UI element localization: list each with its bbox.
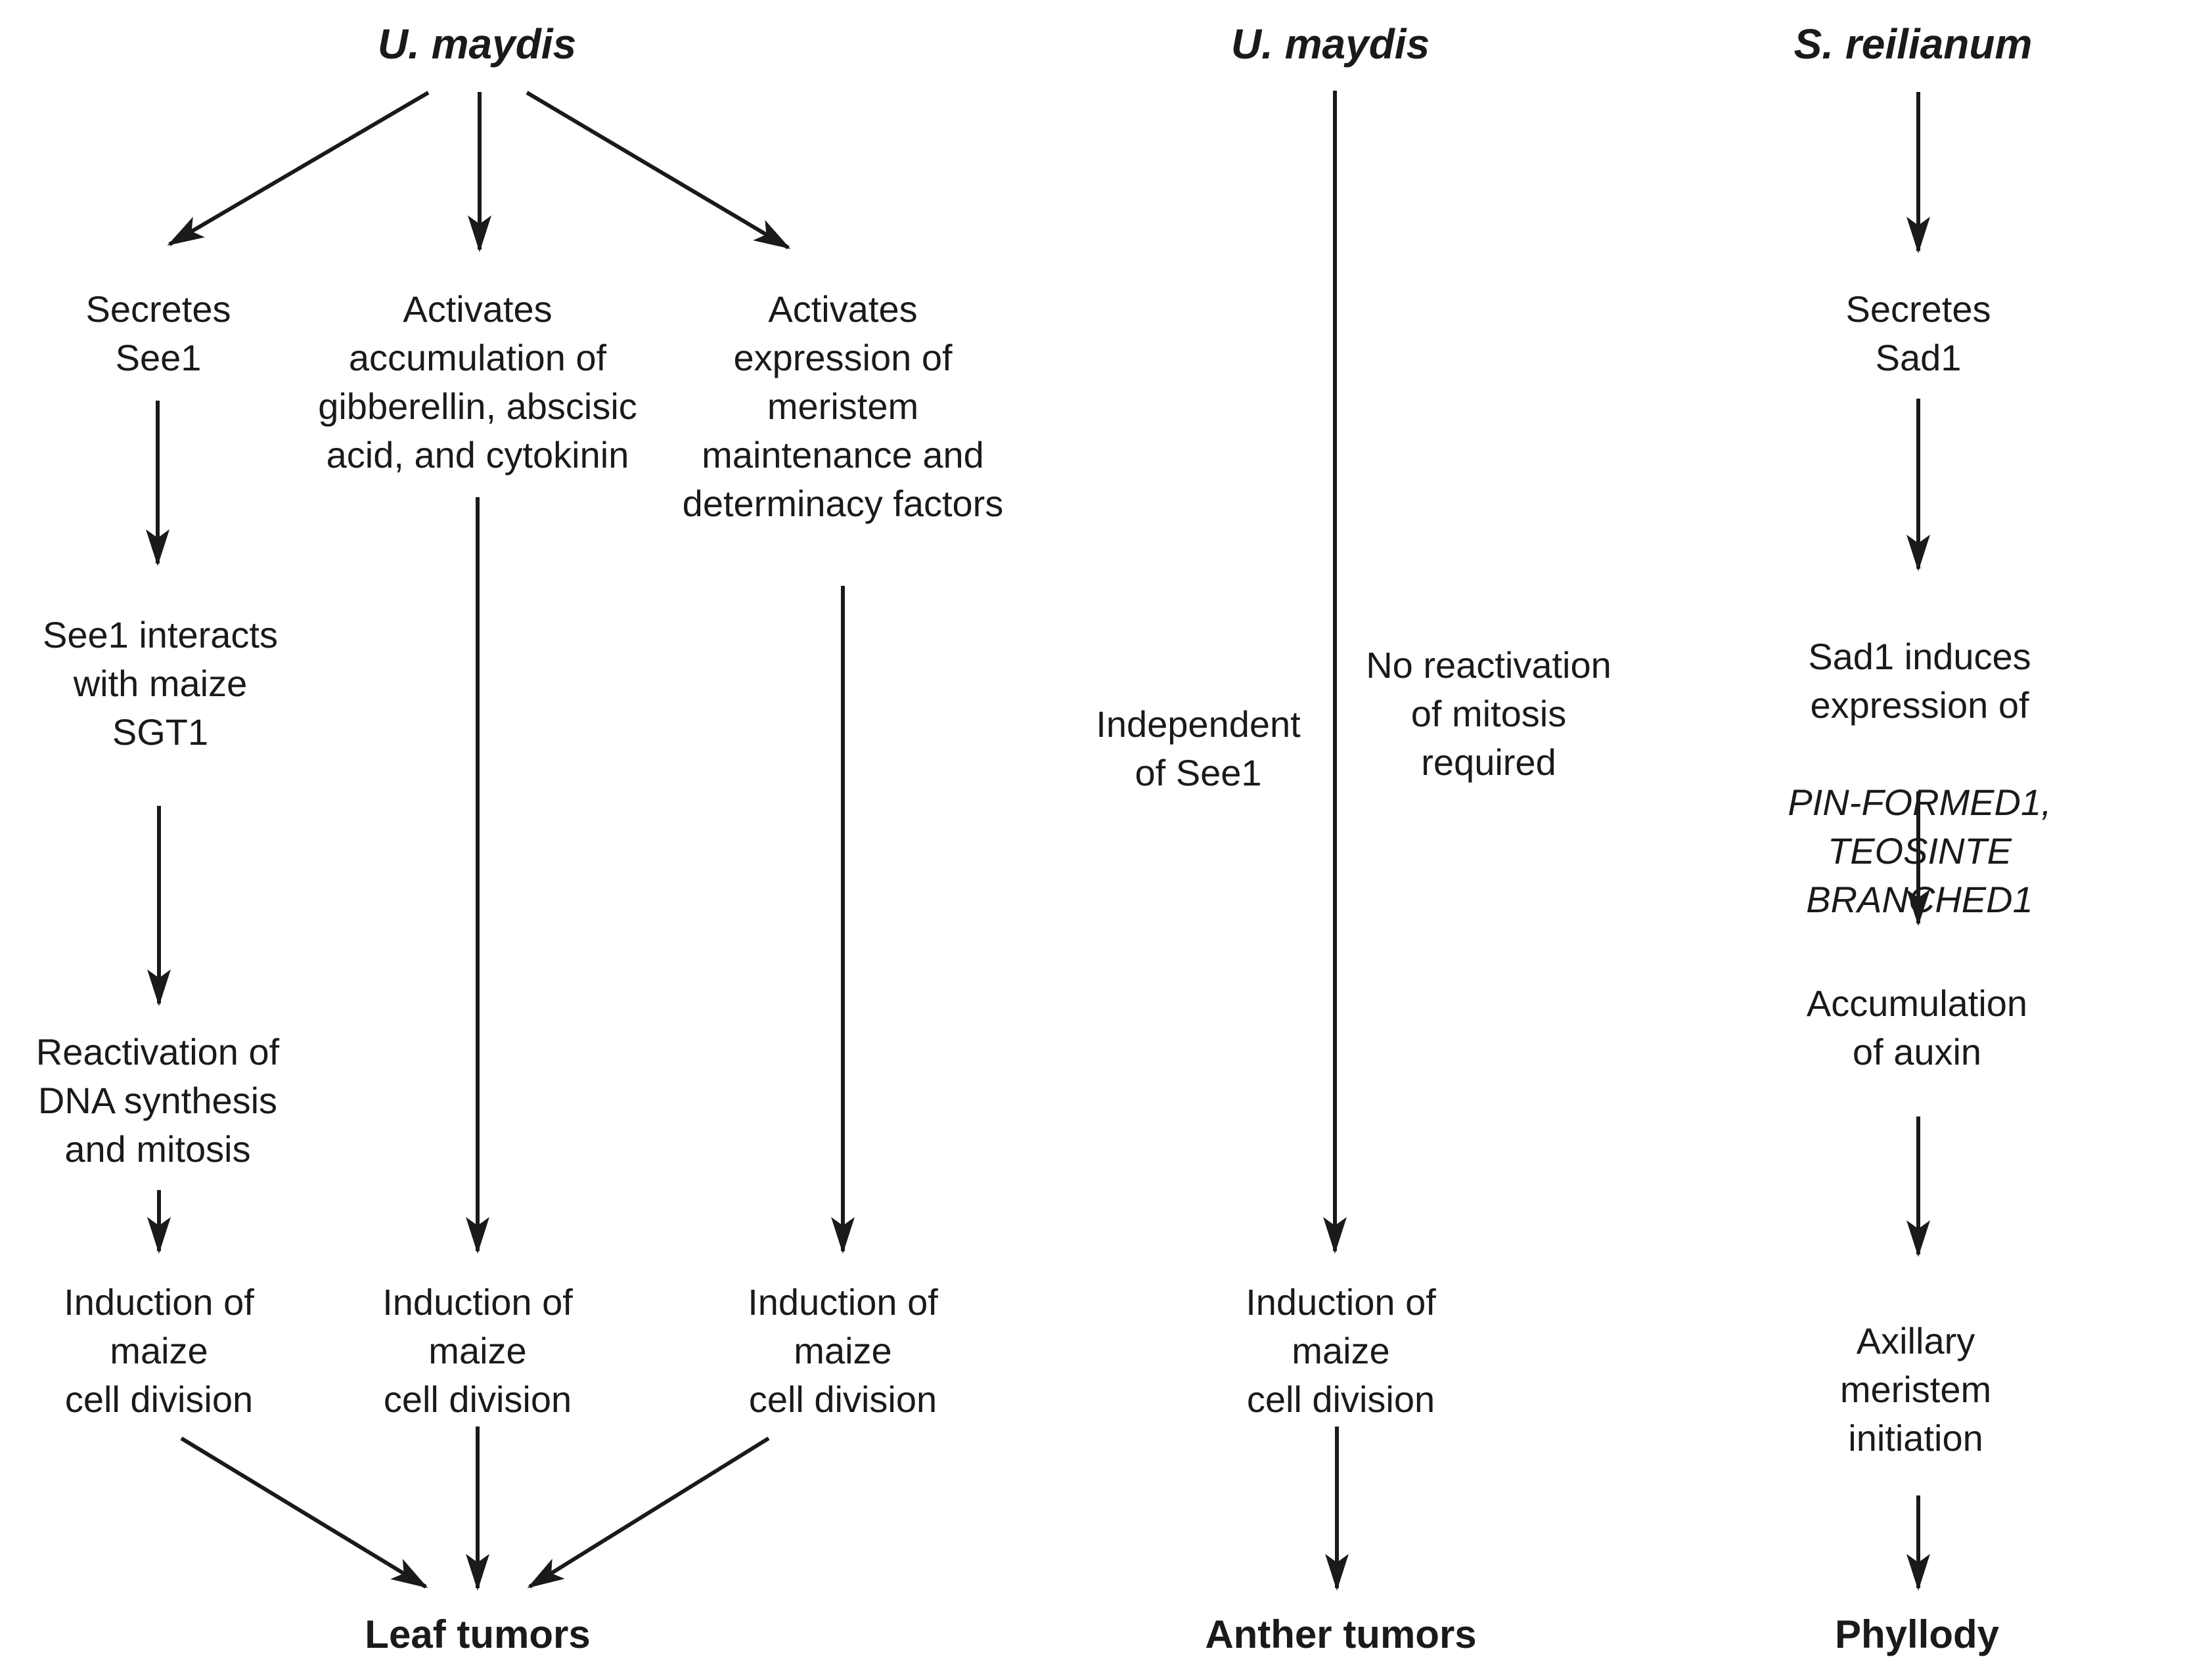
header-s-reilianum: S. reilianum bbox=[1793, 20, 2033, 68]
node-independent-of-see1: Independent of See1 bbox=[1096, 703, 1301, 793]
node-sad1-induces: Sad1 induces expression of PIN-FORMED1, … bbox=[1786, 584, 2054, 973]
node-induction-1: Induction of maize cell division bbox=[64, 1281, 254, 1420]
node-accumulation-auxin: Accumulation of auxin bbox=[1806, 983, 2028, 1072]
arrow-um-left-to-secretes-see1 bbox=[167, 91, 430, 246]
arrow-um-left-to-activates-meristem bbox=[526, 91, 791, 250]
outcome-phyllody: Phyllody bbox=[1834, 1612, 2000, 1656]
header-u-maydis-left: U. maydis bbox=[377, 20, 577, 68]
node-induction-2: Induction of maize cell division bbox=[382, 1281, 573, 1420]
outcome-leaf-tumors: Leaf tumors bbox=[365, 1612, 591, 1656]
sad1-induces-text: Sad1 induces expression of bbox=[1808, 636, 2031, 726]
arrow-induction-1-to-leaf-tumors bbox=[180, 1436, 428, 1589]
node-no-reactivation: No reactivation of mitosis required bbox=[1366, 644, 1612, 783]
outcome-anther-tumors: Anther tumors bbox=[1205, 1612, 1477, 1656]
node-reactivation: Reactivation of DNA synthesis and mitosi… bbox=[35, 1031, 280, 1170]
node-secretes-see1: Secretes See1 bbox=[85, 288, 231, 378]
node-secretes-sad1: Secretes Sad1 bbox=[1845, 288, 1991, 378]
node-activates-meristem: Activates expression of meristem mainten… bbox=[682, 288, 1004, 524]
node-axillary-meristem: Axillary meristem initiation bbox=[1839, 1320, 1992, 1459]
node-activates-hormones: Activates accumulation of gibberellin, a… bbox=[318, 288, 637, 475]
arrow-induction-3-to-leaf-tumors bbox=[527, 1436, 770, 1589]
node-see1-interacts: See1 interacts with maize SGT1 bbox=[43, 614, 278, 753]
sad1-induces-gene-names: PIN-FORMED1, TEOSINTE BRANCHED1 bbox=[1788, 782, 2052, 920]
header-u-maydis-mid: U. maydis bbox=[1230, 20, 1430, 68]
node-induction-3: Induction of maize cell division bbox=[748, 1281, 938, 1420]
node-induction-4: Induction of maize cell division bbox=[1246, 1281, 1436, 1420]
